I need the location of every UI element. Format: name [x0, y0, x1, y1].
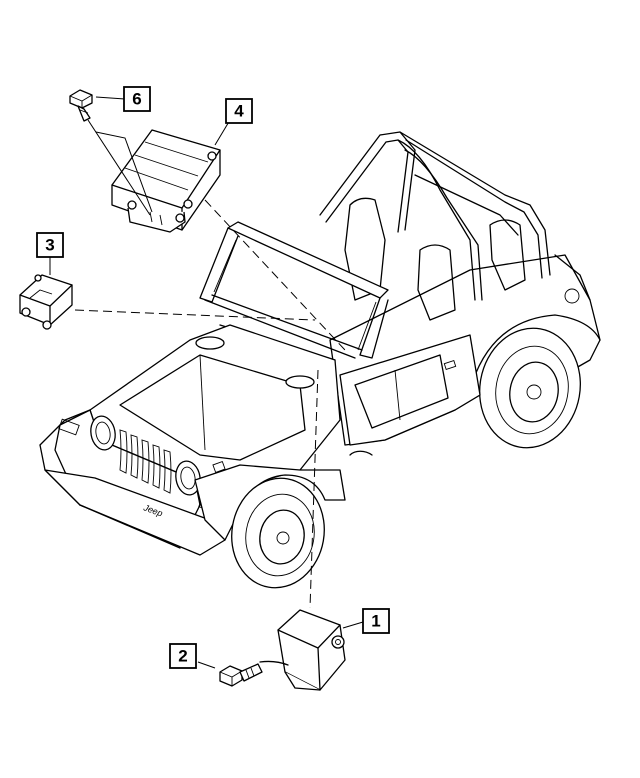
sensor-part-1	[259, 609, 346, 691]
bolt-part-2	[219, 663, 263, 687]
callout-2: 2	[169, 643, 197, 669]
callout-6: 6	[123, 86, 151, 112]
bolt-part-6	[69, 89, 93, 122]
callout-1: 1	[362, 608, 390, 634]
callout-1-label: 1	[371, 612, 380, 631]
callout-4: 4	[225, 98, 253, 124]
callout-2-label: 2	[178, 647, 187, 666]
callout-3-label: 3	[45, 236, 54, 255]
leader-lines	[49, 96, 364, 669]
callout-6-label: 6	[132, 90, 141, 109]
jeep-vehicle: Jeep	[39, 131, 601, 589]
callout-3: 3	[36, 232, 64, 258]
sensor-part-3	[19, 274, 73, 330]
callout-4-label: 4	[234, 102, 244, 121]
module-part-4	[111, 129, 221, 233]
